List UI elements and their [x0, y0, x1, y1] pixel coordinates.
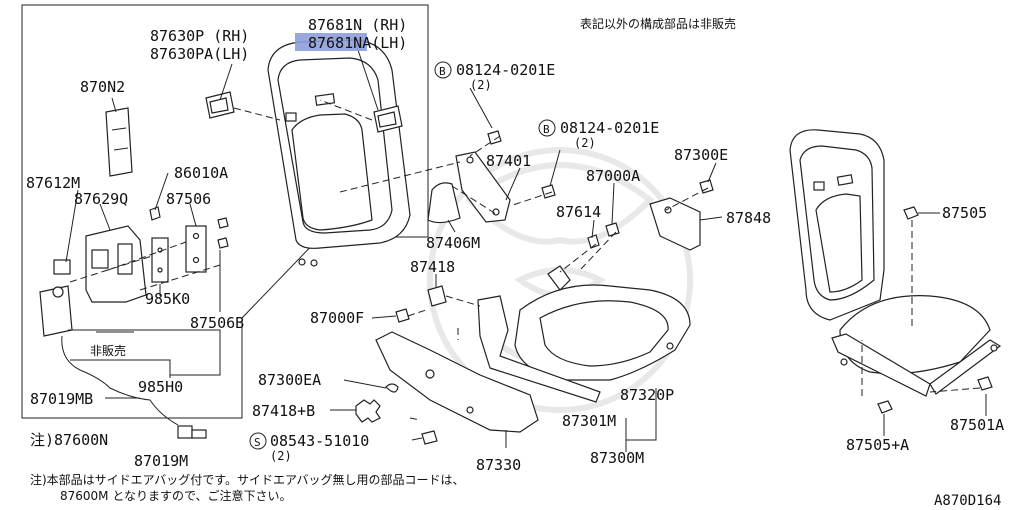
label-87681n: 87681N (RH) [308, 16, 407, 34]
label-87848: 87848 [726, 209, 771, 227]
label-87418b: 87418+B [252, 402, 315, 420]
bolt-08124-a [487, 130, 502, 145]
footer-note-line1: 注)本部品はサイドエアバッグ付です。サイドエアバッグ無し用の部品コードは、 [30, 472, 465, 487]
inset-guide-lines [69, 99, 373, 291]
label-87600n: 注)87600N [30, 431, 108, 449]
right-guide-lines [861, 220, 981, 396]
circle-b-text-1: B [439, 65, 446, 78]
not-sold-note: 表記以外の構成部品は非販売 [580, 16, 736, 31]
screw-87000f [395, 308, 410, 323]
bolt-87501a [977, 376, 993, 391]
label-87418: 87418 [410, 258, 455, 276]
label-87000f: 87000F [310, 309, 364, 327]
circle-b-text-2: B [543, 123, 550, 136]
screw-08543 [421, 430, 438, 445]
airbag-bracket-87401 [455, 151, 511, 223]
label-985k0: 985K0 [145, 290, 190, 308]
airbag-module-87019m [39, 285, 207, 439]
circle-b-mark-2 [538, 119, 556, 137]
cap-87300ea [385, 383, 399, 393]
label-87406m: 87406M [426, 234, 480, 252]
label-87019mb: 87019MB [30, 390, 93, 408]
label-08124-b-qty: (2) [574, 136, 596, 150]
label-87301m: 87301M [562, 412, 616, 430]
inset-leaders [65, 43, 379, 399]
label-87506b: 87506B [190, 314, 244, 332]
label-87505a: 87505+A [846, 436, 909, 454]
circle-s-mark [249, 432, 267, 450]
label-87681na: 87681NA(LH) [308, 34, 407, 52]
seat-back-shell [267, 39, 411, 267]
label-not-sold: 非販売 [90, 343, 126, 358]
label-08543-qty: (2) [270, 449, 292, 463]
label-87629q: 87629Q [74, 190, 128, 208]
bolt-08124-b [541, 184, 556, 199]
label-87612m: 87612M [26, 174, 80, 192]
clip-87505 [903, 206, 919, 220]
bracket-87848 [649, 197, 701, 251]
assembled-seat [789, 129, 1002, 397]
right-leaders [883, 212, 987, 436]
circle-s-text: S [254, 436, 261, 449]
bolt-87000a [605, 222, 620, 237]
inset-frame [21, 4, 429, 419]
bracket-87506 [185, 225, 207, 273]
seat-cushion [477, 265, 691, 403]
label-87614: 87614 [556, 203, 601, 221]
side-airbag-cover-lh [373, 105, 403, 133]
diagram-code: A870D164 [934, 493, 1001, 509]
bracket-87629q [85, 225, 147, 303]
label-985h0: 985H0 [138, 378, 183, 396]
label-87019m: 87019M [134, 452, 188, 470]
label-08543: 08543-51010 [270, 432, 369, 450]
label-08124-a-qty: (2) [470, 78, 492, 92]
middle-guide-lines [339, 135, 709, 421]
label-87300m: 87300M [590, 449, 644, 467]
cover-87406m [427, 182, 461, 224]
label-08124-b: 08124-0201E [560, 119, 659, 137]
bolt-87614 [587, 234, 600, 249]
label-87300ea: 87300EA [258, 371, 321, 389]
plate-985k0 [151, 237, 169, 283]
sensor-87612m [53, 259, 71, 275]
middle-leaders [330, 87, 723, 452]
screw-87300e [699, 179, 714, 194]
label-87630p: 87630P (RH) [150, 27, 249, 45]
side-airbag-cover-rh [205, 91, 235, 119]
label-87505: 87505 [942, 204, 987, 222]
label-87506: 87506 [166, 190, 211, 208]
label-87330: 87330 [476, 456, 521, 474]
label-87401: 87401 [486, 152, 531, 170]
knob-87418b [355, 399, 381, 423]
footer-note-line2: 87600M となりますので、ご注意下さい。 [60, 488, 292, 503]
circle-b-mark-1 [434, 61, 452, 79]
label-87630pa: 87630PA(LH) [150, 45, 249, 63]
clip-87505a [877, 400, 893, 414]
trim-panel-870n2 [105, 107, 133, 177]
label-86010a: 86010A [174, 164, 228, 182]
label-87320p: 87320P [620, 386, 674, 404]
label-87000a: 87000A [586, 167, 640, 185]
label-87300e: 87300E [674, 146, 728, 164]
seat-rail-87330 [375, 331, 539, 433]
clip-87418 [427, 285, 447, 307]
label-87501a: 87501A [950, 416, 1004, 434]
label-08124-a: 08124-0201E [456, 61, 555, 79]
highlight-87681na [295, 33, 367, 51]
label-870n2: 870N2 [80, 78, 125, 96]
